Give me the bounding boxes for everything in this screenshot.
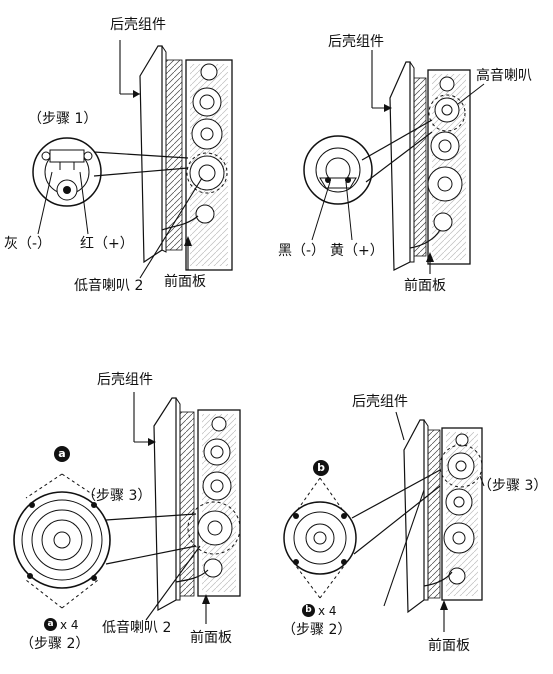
tr-yellow-wire-label: 黄（+） <box>330 243 384 259</box>
rear-cover-shape <box>403 419 425 614</box>
zoom-detail-circle <box>303 135 373 205</box>
bl-step3-label: （步骤 3） <box>82 488 152 504</box>
bl-step2-label: （步骤 2） <box>20 636 90 652</box>
br-step2-label: （步骤 2） <box>282 622 352 638</box>
br-screw-b-icon: b <box>302 604 315 617</box>
bl-screw-qty: x 4 <box>60 618 79 632</box>
tr-tweeter-label: 高音喇叭 <box>476 68 532 84</box>
br-rear-cover-label: 后壳组件 <box>352 394 408 410</box>
bl-front-board-label: 前面板 <box>190 630 232 646</box>
tr-black-wire-label: 黑（-） <box>278 243 326 259</box>
rear-cover-shape <box>139 45 163 264</box>
panel-bottom-right <box>283 411 485 632</box>
tl-rear-cover-label: 后壳组件 <box>110 17 166 33</box>
tr-front-board-label: 前面板 <box>404 278 446 294</box>
bl-woofer-label: 低音喇叭 2 <box>102 620 172 636</box>
tl-step-label: （步骤 1） <box>28 111 98 127</box>
tl-front-board-label: 前面板 <box>164 274 206 290</box>
rear-cover-shape <box>389 61 411 271</box>
bl-rear-cover-label: 后壳组件 <box>97 372 153 388</box>
br-step3-label: （步骤 3） <box>478 478 548 494</box>
tl-gray-wire-label: 灰（-） <box>4 236 52 252</box>
br-marker-b-icon: b <box>313 460 329 476</box>
tl-red-wire-label: 红（+） <box>80 236 134 252</box>
br-front-board-label: 前面板 <box>428 638 470 654</box>
br-screw-qty: x 4 <box>318 604 337 618</box>
panel-top-left <box>32 40 233 279</box>
bl-screw-a-icon: a <box>44 618 57 631</box>
panel-top-right <box>303 50 485 274</box>
panel-bottom-left <box>13 392 241 624</box>
bl-marker-a-icon: a <box>54 446 70 462</box>
tl-woofer-label: 低音喇叭 2 <box>74 278 144 294</box>
rear-cover-shape <box>153 397 177 612</box>
tr-rear-cover-label: 后壳组件 <box>328 34 384 50</box>
